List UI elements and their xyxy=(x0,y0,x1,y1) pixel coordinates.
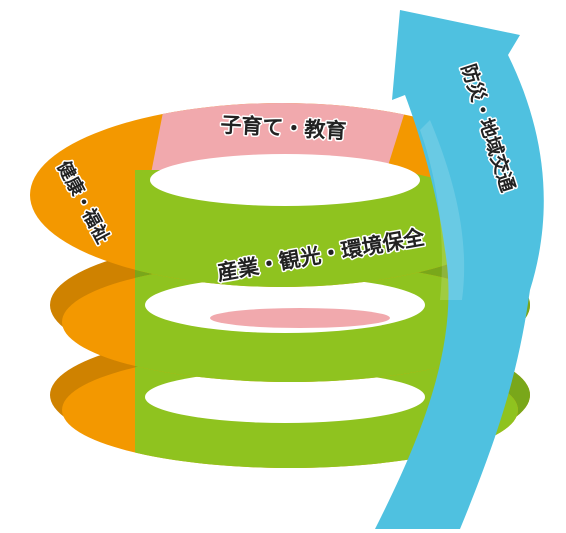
disaster-transport-arrow xyxy=(375,10,544,529)
spiral-coil-middle xyxy=(50,237,530,382)
spiral-coil-top xyxy=(30,103,534,287)
coil-center-hole xyxy=(150,154,420,206)
